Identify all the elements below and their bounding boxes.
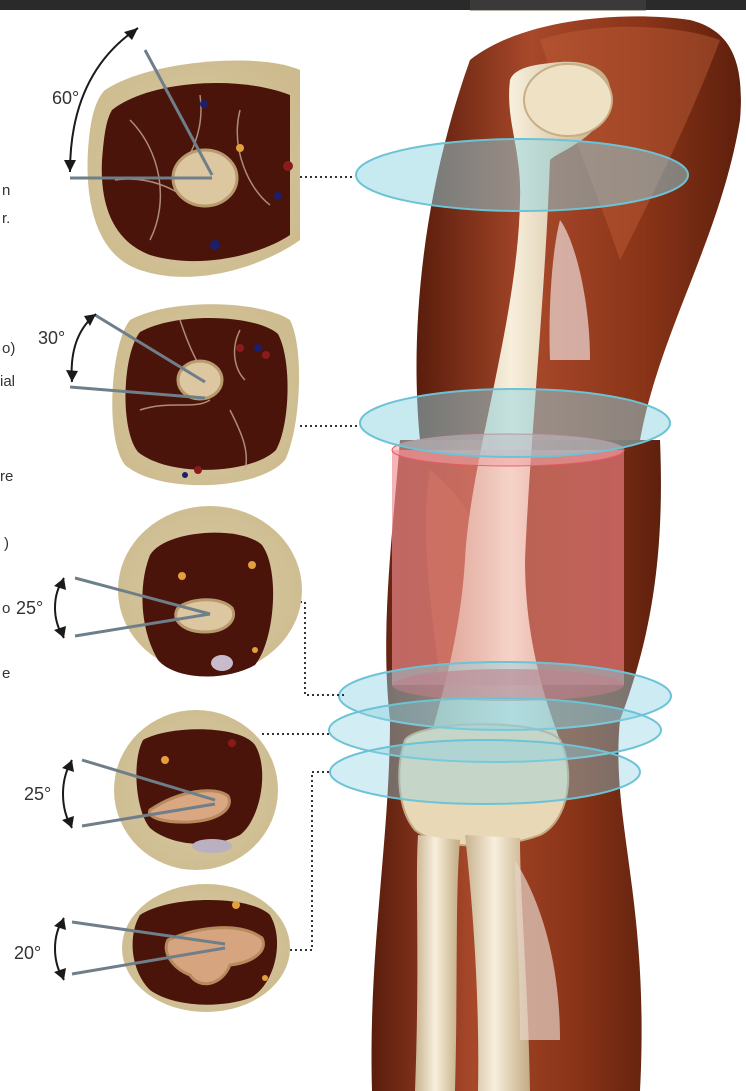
vessel-dot [182,472,188,478]
clipped-text-7: o [2,600,10,617]
arrow-head [64,160,76,172]
highlight-region [392,450,624,685]
arrow-head [54,626,66,638]
vessel-dot [254,344,262,352]
clipped-text-3: o) [2,340,15,357]
angle-label-4: 25° [24,784,51,805]
cross-section-4 [62,710,278,870]
nerve-dot [236,144,244,152]
arrow-head [66,370,78,382]
clipped-text-1: n [2,182,10,199]
vessel-dot [274,192,282,200]
cut-plane-2 [360,389,670,457]
nerve-dot [262,975,268,981]
cross-section-3-tendon [211,655,233,671]
humerus-head [524,64,612,136]
nerve-dot [252,647,258,653]
arrow-head [124,28,138,40]
vessel-dot [262,351,270,359]
clipped-text-2: r. [2,210,10,227]
nerve-dot [232,901,240,909]
leader-line-5 [290,772,332,950]
angle-label-3: 25° [16,598,43,619]
vessel-dot [200,100,208,108]
cut-plane-1 [356,139,688,211]
vessel-dot [194,466,202,474]
cross-section-3 [54,506,302,676]
vessel-dot [283,161,293,171]
arm-illustration [329,16,741,1091]
arrow-head [54,918,66,930]
arrow-head [54,578,66,590]
cut-plane-5 [330,740,640,804]
cross-section-5 [54,884,290,1012]
vessel-dot [210,240,220,250]
angle-label-2: 30° [38,328,65,349]
cross-section-1 [64,28,300,277]
cross-section-4-muscle [136,729,262,844]
clipped-text-4: ial [0,373,15,390]
angle-label-1: 60° [52,88,79,109]
cross-section-2 [66,304,299,485]
arrow-head [54,968,66,980]
clipped-text-6: ) [4,535,9,552]
clipped-text-5: re [0,468,13,485]
vessel-dot [236,344,244,352]
nerve-dot [161,756,169,764]
leader-line-3 [290,602,345,695]
radius-bone [415,835,460,1091]
nerve-dot [178,572,186,580]
clipped-text-8: e [2,665,10,682]
nerve-dot [248,561,256,569]
vessel-dot [228,739,236,747]
cross-section-4-tendon [192,839,232,853]
angle-label-5: 20° [14,943,41,964]
